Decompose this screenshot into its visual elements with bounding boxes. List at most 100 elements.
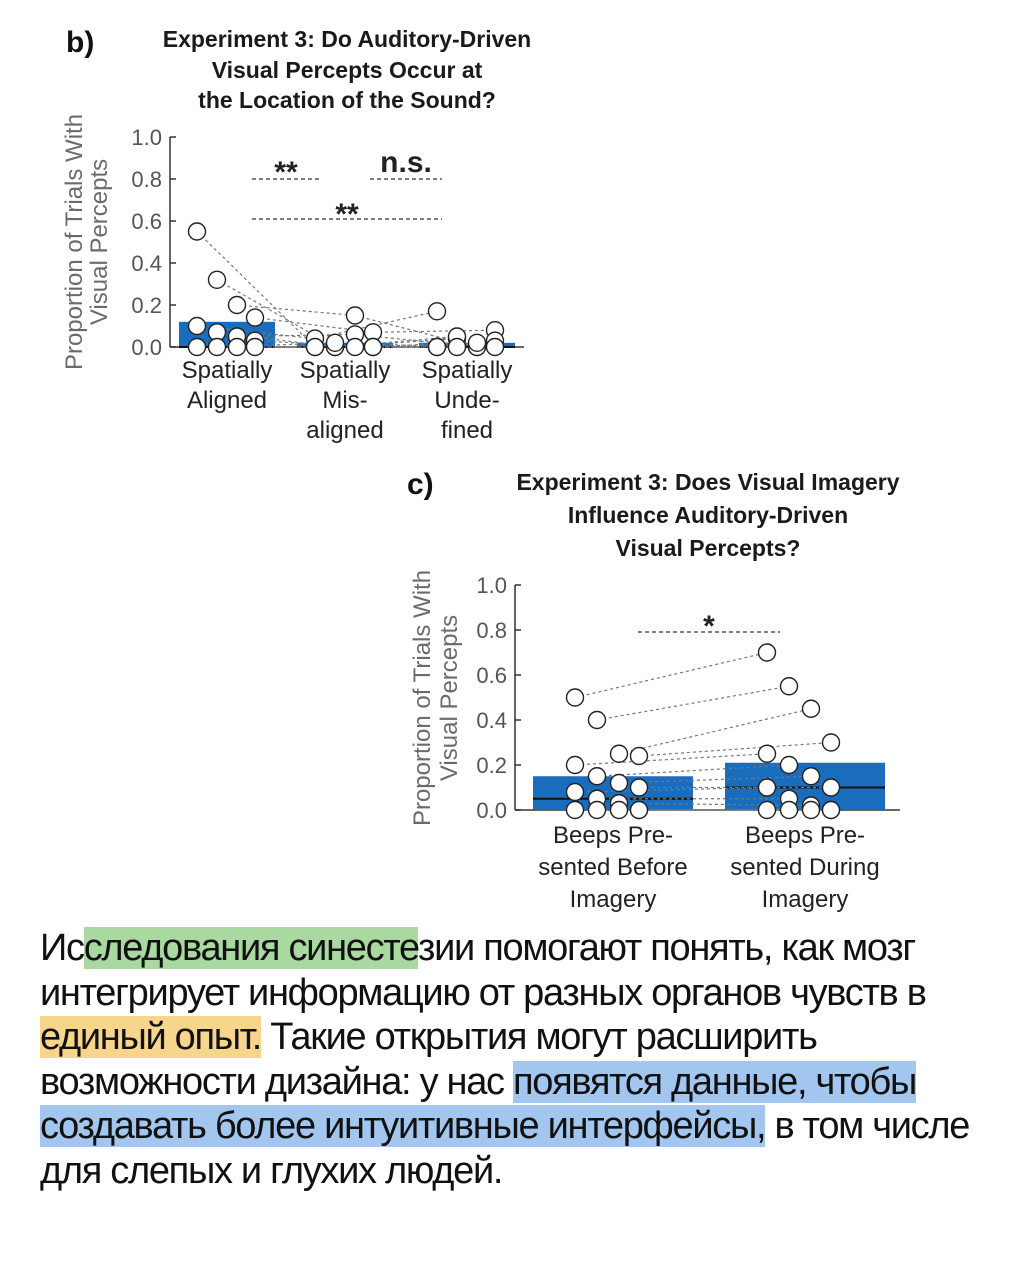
x-category-label: sented Before <box>538 854 687 881</box>
participant-point <box>629 778 649 797</box>
y-tick-label: 0.2 <box>131 293 162 318</box>
participant-point <box>187 337 207 357</box>
y-tick-label: 0.6 <box>476 663 507 688</box>
participant-link <box>254 317 374 333</box>
participant-link <box>638 741 832 757</box>
caption-text: Такие открытия могут расширить возможнос… <box>40 1016 818 1103</box>
participant-point <box>779 677 799 696</box>
participant-point <box>629 800 649 820</box>
x-category-label: Beeps Pre- <box>553 822 673 849</box>
x-category-label: Spatially <box>422 357 513 384</box>
participant-point <box>821 733 841 752</box>
participant-point <box>779 755 799 775</box>
x-category-label: Aligned <box>187 387 267 414</box>
participant-point <box>245 337 265 357</box>
participant-point <box>757 778 777 797</box>
participant-link <box>574 651 768 699</box>
participant-point <box>345 337 365 357</box>
participant-point <box>565 755 585 775</box>
participant-point <box>207 270 227 289</box>
x-category-label: Imagery <box>570 886 657 913</box>
x-category-label: fined <box>441 417 493 444</box>
x-category-label: Mis- <box>322 387 367 414</box>
y-axis-title-line: Visual Percepts <box>436 615 463 781</box>
participant-point <box>485 337 505 357</box>
y-axis-title-line: Proportion of Trials With <box>61 114 88 370</box>
x-category-label: Spatially <box>182 357 273 384</box>
y-tick-label: 0.6 <box>131 209 162 234</box>
participant-point <box>587 767 607 786</box>
highlighted-text-yellow: единый опыт. <box>40 1016 262 1058</box>
chart-title-line: the Location of the Sound? <box>198 87 496 113</box>
y-tick-label: 0.0 <box>476 798 507 823</box>
participant-point <box>565 782 585 802</box>
participant-point <box>801 767 821 786</box>
participant-point <box>345 306 365 325</box>
participant-point <box>757 643 777 662</box>
chart-title-line: Influence Auditory-Driven <box>568 502 848 528</box>
participant-point <box>821 800 841 820</box>
participant-point <box>757 744 777 763</box>
participant-point <box>427 337 447 357</box>
chart-title-line: Visual Percepts Occur at <box>212 57 483 83</box>
participant-point <box>779 800 799 820</box>
participant-point <box>821 778 841 797</box>
participant-point <box>629 746 649 766</box>
highlighted-text-green: следования синесте <box>83 927 419 969</box>
y-tick-label: 0.8 <box>131 167 162 192</box>
participant-point <box>565 800 585 820</box>
participant-link <box>216 279 336 348</box>
participant-point <box>757 800 777 820</box>
participant-link <box>596 685 790 721</box>
significance-label: n.s. <box>380 146 432 179</box>
participant-link <box>574 753 768 766</box>
participant-link <box>618 802 812 807</box>
chart-title-line: Visual Percepts? <box>616 535 801 561</box>
y-tick-label: 0.4 <box>476 708 507 733</box>
participant-point <box>467 333 487 352</box>
significance-label: ** <box>335 198 359 231</box>
participant-point <box>427 302 447 321</box>
significance-label: * <box>703 610 715 643</box>
y-tick-label: 1.0 <box>476 573 507 598</box>
chart-title-line: Experiment 3: Do Auditory-Driven <box>163 26 531 52</box>
panel-label: b) <box>66 26 94 59</box>
participant-point <box>187 222 207 241</box>
participant-point <box>587 710 607 730</box>
significance-label: ** <box>274 156 298 189</box>
participant-point <box>587 800 607 820</box>
participant-point <box>187 316 207 336</box>
participant-link <box>618 708 812 755</box>
x-category-label: aligned <box>306 417 383 444</box>
participant-point <box>609 773 629 793</box>
participant-point <box>609 744 629 763</box>
participant-point <box>801 699 821 718</box>
chart-figure: b) Experiment 3: Do Auditory-DrivenVisual… <box>61 26 900 913</box>
y-tick-label: 0.8 <box>476 618 507 643</box>
x-category-label: Imagery <box>762 886 849 913</box>
x-category-label: sented During <box>730 854 879 881</box>
participant-point <box>207 337 227 357</box>
participant-point <box>801 800 821 820</box>
panel-label: c) <box>407 468 434 501</box>
participant-point <box>363 337 383 357</box>
participant-link <box>596 764 790 777</box>
bar <box>297 342 393 347</box>
participant-point <box>227 295 247 315</box>
y-axis-title-line: Proportion of Trials With <box>409 570 436 826</box>
x-category-label: Beeps Pre- <box>745 822 865 849</box>
caption-text: в том числе для слепых и глухих людей. <box>40 1105 970 1192</box>
chart-title-line: Experiment 3: Does Visual Imagery <box>516 469 899 495</box>
participant-link <box>574 786 768 793</box>
participant-point <box>565 688 585 707</box>
chart-panel-b: b) Experiment 3: Do Auditory-DrivenVisual… <box>61 26 531 444</box>
x-category-label: Spatially <box>300 357 391 384</box>
participant-point <box>325 333 345 352</box>
participant-point <box>305 337 325 357</box>
caption-paragraph: Исследования синестезии помогают понять,… <box>40 926 1000 1193</box>
participant-point <box>245 308 265 327</box>
chart-panel-c: c) Experiment 3: Does Visual ImageryInflu… <box>407 468 900 913</box>
caption-text: зии помогают понять, как мозг интегрируе… <box>40 927 927 1014</box>
y-tick-label: 1.0 <box>131 125 162 150</box>
y-axis-title-line: Visual Percepts <box>86 159 113 325</box>
